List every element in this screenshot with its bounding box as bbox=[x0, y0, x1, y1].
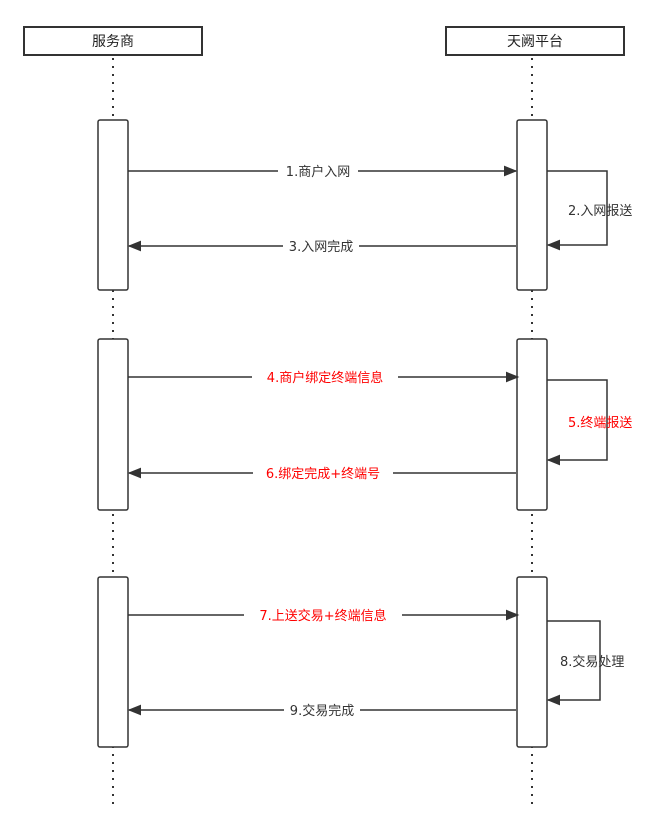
label-background bbox=[253, 465, 393, 482]
activation-platform-1 bbox=[516, 119, 548, 291]
self-message-arrow bbox=[546, 620, 601, 706]
message-6: 6.绑定完成+终端号 bbox=[127, 465, 516, 482]
label-background bbox=[244, 607, 402, 624]
message-8: 8.交易处理 bbox=[546, 620, 624, 706]
label-background bbox=[252, 369, 398, 386]
message-label: 6.绑定完成+终端号 bbox=[266, 466, 380, 482]
activation-provider-2 bbox=[97, 338, 129, 511]
participant-box bbox=[445, 26, 625, 56]
label-background bbox=[284, 702, 360, 719]
message-label: 7.上送交易+终端信息 bbox=[259, 608, 386, 624]
participant-provider: 服务商 bbox=[23, 26, 203, 56]
message-label: 2.入网报送 bbox=[568, 204, 632, 219]
message-9: 9.交易完成 bbox=[127, 702, 516, 719]
activation-provider-3 bbox=[97, 576, 129, 748]
participant-platform: 天阙平台 bbox=[445, 26, 625, 56]
message-1: 1.商户入网 bbox=[128, 163, 518, 180]
message-label: 3.入网完成 bbox=[289, 240, 353, 255]
label-background bbox=[278, 163, 358, 180]
message-label: 5.终端报送 bbox=[568, 415, 632, 431]
message-5: 5.终端报送 bbox=[546, 379, 632, 466]
participant-label: 天阙平台 bbox=[507, 34, 563, 50]
self-message-arrow bbox=[546, 170, 608, 251]
message-label: 1.商户入网 bbox=[286, 164, 350, 180]
participant-box bbox=[23, 26, 203, 56]
label-background bbox=[283, 238, 359, 255]
self-message-arrow bbox=[546, 379, 608, 466]
participant-label: 服务商 bbox=[92, 34, 134, 50]
message-label: 8.交易处理 bbox=[560, 654, 624, 670]
message-3: 3.入网完成 bbox=[127, 238, 516, 255]
activation-platform-2 bbox=[516, 338, 548, 511]
message-4: 4.商户绑定终端信息 bbox=[128, 369, 520, 386]
message-label: 9.交易完成 bbox=[290, 703, 354, 719]
activation-platform-3 bbox=[516, 576, 548, 748]
activation-provider-1 bbox=[97, 119, 129, 291]
message-2: 2.入网报送 bbox=[546, 170, 632, 251]
message-7: 7.上送交易+终端信息 bbox=[128, 607, 520, 624]
message-label: 4.商户绑定终端信息 bbox=[267, 370, 383, 386]
